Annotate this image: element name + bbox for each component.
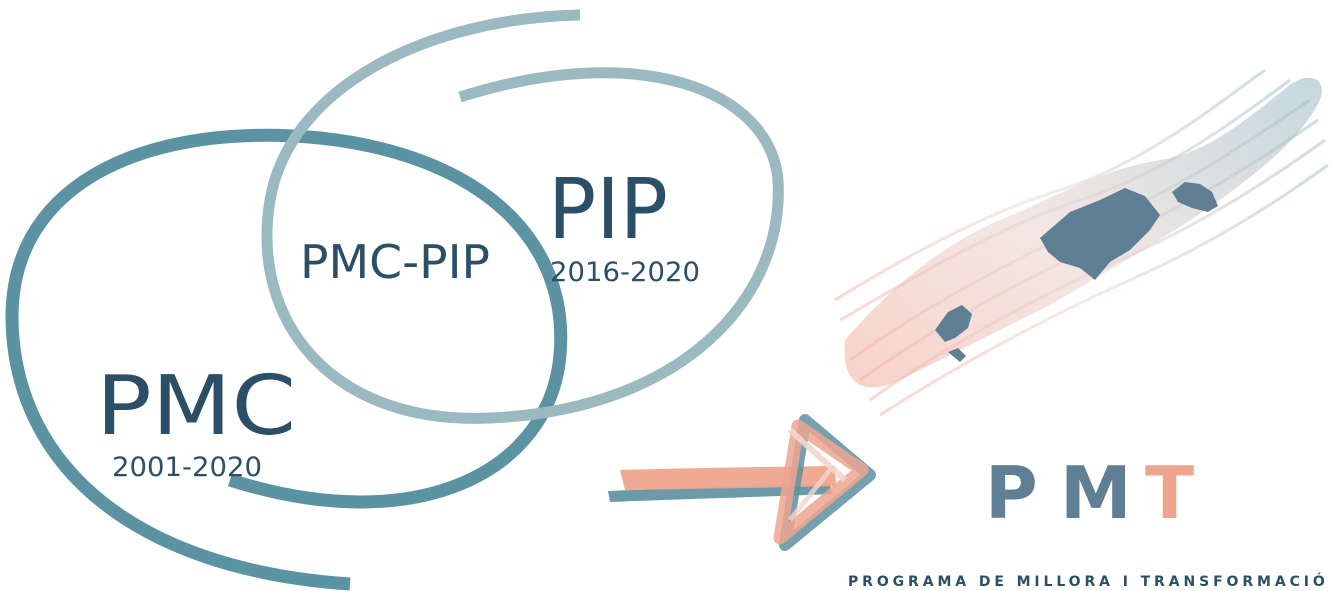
pmt-letter-p: P: [985, 451, 1038, 535]
pmt-letter-t: T: [1145, 451, 1194, 535]
pip-ring: [261, 9, 784, 424]
right-arrow-icon: [608, 414, 876, 551]
pmc-label: PMC: [96, 359, 296, 454]
pmc-ring: [5, 128, 568, 591]
pip-label: PIP: [548, 160, 668, 258]
pmt-logo: P M T: [985, 451, 1194, 535]
pmt-subtitle: PROGRAMA DE MILLORA I TRANSFORMACIÓ: [848, 572, 1328, 590]
pmt-letter-m: M: [1060, 451, 1132, 535]
pmc-years: 2001-2020: [112, 452, 262, 483]
pip-years: 2016-2020: [550, 257, 700, 288]
islands-map-icon: [834, 68, 1329, 417]
overlap-label: PMC-PIP: [300, 235, 490, 289]
